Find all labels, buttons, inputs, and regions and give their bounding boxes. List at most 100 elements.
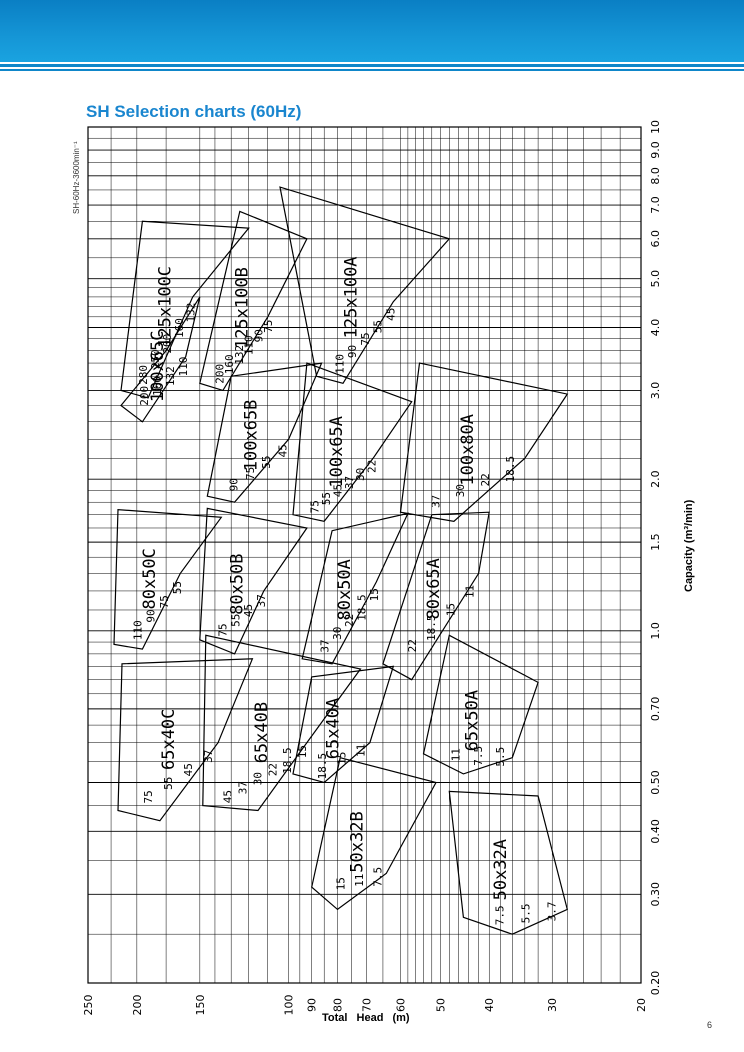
motor-power-label: 55 — [229, 614, 242, 627]
page-number: 6 — [707, 1020, 713, 1030]
y-tick-label: 250 — [82, 995, 95, 1016]
pump-region-80x50a — [301, 512, 409, 665]
motor-power-label: 45 — [242, 604, 255, 617]
motor-power-label: 45 — [385, 308, 398, 321]
motor-power-label: 55 — [260, 455, 273, 468]
motor-power-label: 11 — [355, 744, 368, 757]
header-band — [0, 0, 744, 62]
motor-power-label: 55 — [171, 581, 184, 594]
motor-power-label: 11 — [463, 585, 476, 598]
motor-power-label: 45 — [222, 790, 235, 803]
chart-grid — [87, 126, 642, 984]
motor-power-label: 75 — [359, 332, 372, 345]
y-tick-label: 80 — [331, 998, 344, 1012]
motor-power-label: 55 — [372, 320, 385, 333]
header-stripe — [0, 64, 744, 67]
motor-power-label: 5.5 — [519, 903, 532, 923]
motor-power-label: 90 — [228, 478, 241, 491]
x-tick-label: 8.0 — [649, 167, 662, 185]
motor-power-label: 18.5 — [356, 594, 369, 621]
pump-region-65x50a — [422, 634, 539, 775]
motor-power-label: 110 — [243, 335, 256, 355]
pump-region-125x100a — [279, 186, 451, 384]
motor-power-label: 30 — [454, 484, 467, 497]
motor-power-label: 160 — [173, 318, 186, 338]
x-tick-label: 0.70 — [649, 697, 662, 722]
motor-power-label: 200 — [161, 334, 174, 354]
header-stripe-thin — [0, 69, 744, 71]
model-label: 100x65B — [242, 400, 262, 472]
model-label: 65x40B — [252, 702, 272, 763]
motor-power-label: 200 — [214, 364, 227, 384]
pump-region-125x100c — [120, 220, 250, 399]
motor-power-label: 45 — [182, 763, 195, 776]
x-tick-label: 1.5 — [649, 533, 662, 551]
motor-power-label: 280 — [137, 365, 150, 385]
motor-power-label: 90 — [252, 329, 265, 342]
pump-region-65x40c — [117, 658, 254, 822]
motor-power-label: 75 — [244, 467, 257, 480]
motor-power-label: 30 — [331, 627, 344, 640]
model-label: 80x65A — [424, 558, 444, 619]
motor-power-label: 110 — [333, 354, 346, 374]
motor-power-label: 15 — [368, 588, 381, 601]
motor-power-label: 37 — [237, 781, 250, 794]
model-label: 80x50A — [335, 559, 355, 620]
y-tick-label: 60 — [394, 998, 407, 1012]
motor-power-label: 110 — [131, 620, 144, 640]
model-label: 65x50A — [462, 690, 482, 751]
motor-power-label: 37 — [343, 476, 356, 489]
x-tick-label: 1.0 — [649, 622, 662, 640]
x-tick-label: 0.50 — [649, 770, 662, 795]
motor-power-label: 37 — [202, 750, 215, 763]
model-label: 50x32A — [491, 839, 511, 900]
motor-power-label: 110 — [177, 357, 190, 377]
x-tick-label: 6.0 — [649, 230, 662, 248]
motor-power-label: 18.5 — [316, 753, 329, 780]
y-tick-label: 40 — [483, 998, 496, 1012]
motor-power-label: 37 — [429, 495, 442, 508]
motor-power-label: 55 — [162, 777, 175, 790]
motor-power-label: 30 — [354, 468, 367, 481]
x-tick-label: 0.30 — [649, 882, 662, 907]
pump-region-125x100b — [199, 210, 308, 392]
motor-power-label: 200 — [138, 386, 151, 406]
pump-region-65x40b — [202, 634, 362, 812]
motor-power-label: 132 — [185, 303, 198, 323]
motor-power-label: 75 — [309, 500, 322, 513]
pump-region-50x32a — [448, 790, 569, 935]
y-tick-label: 50 — [434, 998, 447, 1012]
motor-power-label: 18.5 — [425, 614, 438, 641]
motor-power-label: 15 — [336, 752, 349, 765]
motor-power-label: 15 — [444, 603, 457, 616]
x-tick-label: 5.0 — [649, 270, 662, 288]
motor-power-label: 75 — [158, 595, 171, 608]
motor-power-label: 160 — [151, 376, 164, 396]
motor-power-label: 90 — [346, 345, 359, 358]
model-label: 125x100C — [156, 266, 176, 348]
x-tick-label: 3.0 — [649, 382, 662, 400]
motor-power-label: 11 — [353, 874, 366, 887]
model-label: 100x65A — [327, 416, 347, 488]
motor-power-label: 45 — [276, 444, 289, 457]
pump-region-100x80a — [399, 362, 569, 522]
motor-power-label: 22 — [479, 473, 492, 486]
chart-labels: 0.200.300.400.500.701.01.52.03.04.05.06.… — [82, 120, 662, 1016]
pump-region-80x50c — [113, 508, 223, 650]
motor-power-label: 90 — [145, 609, 158, 622]
y-tick-label: 70 — [361, 998, 374, 1012]
model-label: 50x32B — [347, 811, 367, 872]
y-tick-label: 200 — [131, 995, 144, 1016]
motor-power-label: 22 — [406, 639, 419, 652]
motor-power-label: 132 — [233, 345, 246, 365]
motor-power-label: 75 — [217, 623, 230, 636]
pump-region-80x50b — [199, 507, 308, 655]
motor-power-label: 22 — [343, 614, 356, 627]
motor-power-label: 7.5 — [472, 746, 485, 766]
motor-power-label: 3.7 — [545, 901, 558, 921]
y-tick-label: 150 — [194, 995, 207, 1016]
motor-power-label: 37 — [255, 594, 268, 607]
x-tick-label: 2.0 — [649, 470, 662, 488]
motor-power-label: 30 — [251, 772, 264, 785]
motor-power-label: 55 — [320, 492, 333, 505]
